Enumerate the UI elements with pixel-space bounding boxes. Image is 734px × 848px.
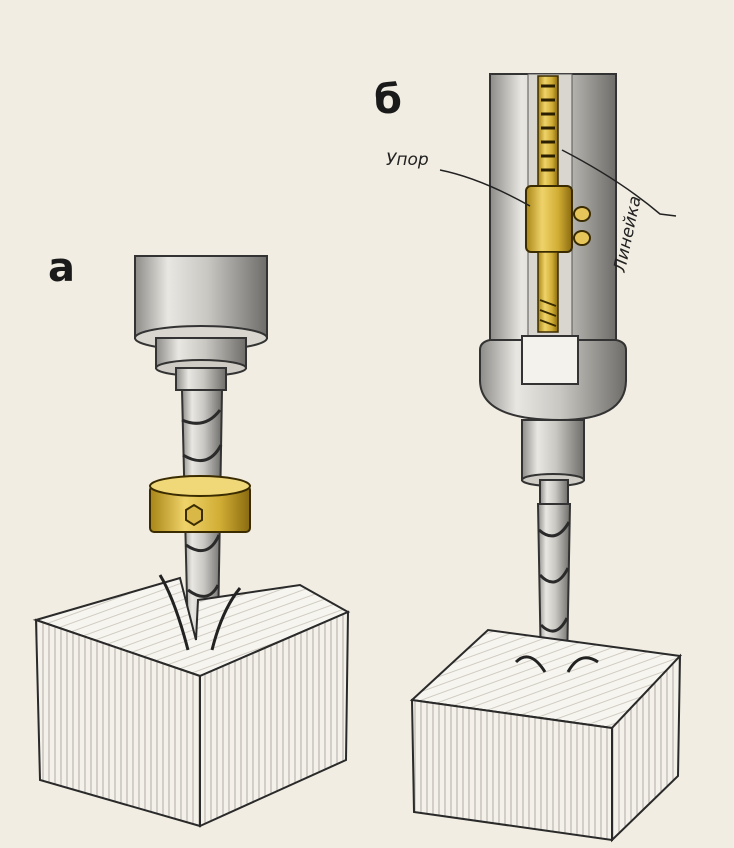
panel-b-drawing: [409, 73, 683, 843]
leader-line-stop: [439, 169, 531, 207]
chuck-a: [134, 255, 268, 391]
panel-a-drawing: [32, 255, 351, 828]
panel-label-a: а: [48, 245, 75, 291]
workpiece-a: [32, 574, 351, 828]
stop-b: [525, 185, 591, 333]
workpiece-b: [409, 628, 683, 843]
panel-label-b: б: [374, 77, 402, 123]
ruler-b: [537, 75, 559, 189]
stop-collar-a: [149, 475, 251, 533]
leader-line-ruler: [561, 149, 677, 217]
callout-stop: Упор: [386, 150, 429, 170]
leader-lines: [439, 149, 677, 217]
